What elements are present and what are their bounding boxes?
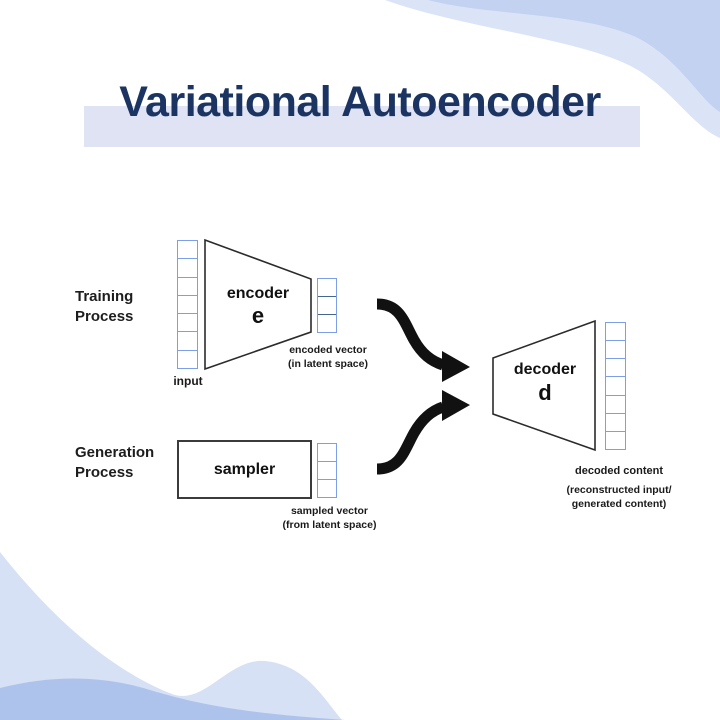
encoder-trapezoid [204, 238, 312, 371]
sampler-label: sampler [213, 460, 276, 478]
vector-cell [318, 480, 336, 497]
sampled-caption: sampled vector (from latent space) [272, 505, 387, 533]
encoder-label: encoder [226, 285, 290, 302]
decoded-caption-line3: generated content) [571, 497, 667, 510]
vector-cell [318, 297, 336, 315]
encoded-caption: encoded vector (in latent space) [272, 344, 384, 372]
decoded-caption-sub: (reconstructed input/ generated content) [544, 484, 694, 512]
vector-cell [178, 278, 197, 296]
vector-cell [606, 341, 625, 360]
vector-cell [318, 462, 336, 480]
encoded-caption-line1: encoded vector [289, 344, 367, 356]
generation-label-line1: Generation [75, 444, 155, 461]
sampled-caption-line1: sampled vector [290, 505, 369, 517]
encoded-vector [317, 278, 337, 333]
vector-cell [318, 444, 336, 462]
vector-cell [178, 314, 197, 333]
vector-cell [606, 359, 625, 378]
vector-cell [606, 377, 625, 396]
encoder-symbol: e [251, 303, 265, 328]
top-right-wave-medium [428, 0, 720, 112]
sampler-box: sampler [177, 440, 312, 499]
vector-cell [178, 332, 197, 351]
decoded-vector [605, 322, 626, 450]
decoded-caption-title: decoded content [574, 465, 663, 477]
vector-cell [318, 279, 336, 297]
vector-cell [606, 432, 625, 449]
training-label-line2: Process [75, 307, 134, 325]
training-label-line1: Training [75, 288, 134, 305]
decoder-label: decoder [513, 361, 577, 378]
input-caption: input [173, 374, 203, 388]
vector-cell [606, 414, 625, 432]
training-process-label: Training Process [75, 287, 133, 327]
decoded-caption-line2: (reconstructed input/ [566, 484, 672, 496]
decoder-trapezoid [492, 319, 596, 452]
vector-cell [606, 323, 625, 342]
vector-cell [178, 241, 197, 260]
vector-cell [606, 396, 625, 414]
encoded-caption-line2: (in latent space) [288, 357, 368, 370]
vector-cell [178, 259, 197, 278]
arrow-bottom-head [442, 390, 470, 421]
arrow-bottom-curve [376, 401, 445, 475]
sampled-vector [317, 443, 337, 498]
vector-cell [178, 296, 197, 315]
arrow-top-head [442, 351, 470, 382]
vector-cell [318, 315, 336, 332]
sampled-caption-line2: (from latent space) [282, 518, 377, 531]
bottom-left-wave-medium [0, 678, 345, 720]
title-highlight [84, 106, 640, 147]
decoder-symbol: d [538, 380, 552, 405]
generation-label-line2: Process [75, 463, 134, 481]
vector-cell [178, 351, 197, 368]
input-vector [177, 240, 198, 369]
bottom-left-wave-light [0, 552, 342, 720]
generation-process-label: Generation Process [75, 443, 154, 483]
arrow-top-curve [376, 298, 445, 371]
page-title: Variational Autoencoder [119, 78, 601, 126]
